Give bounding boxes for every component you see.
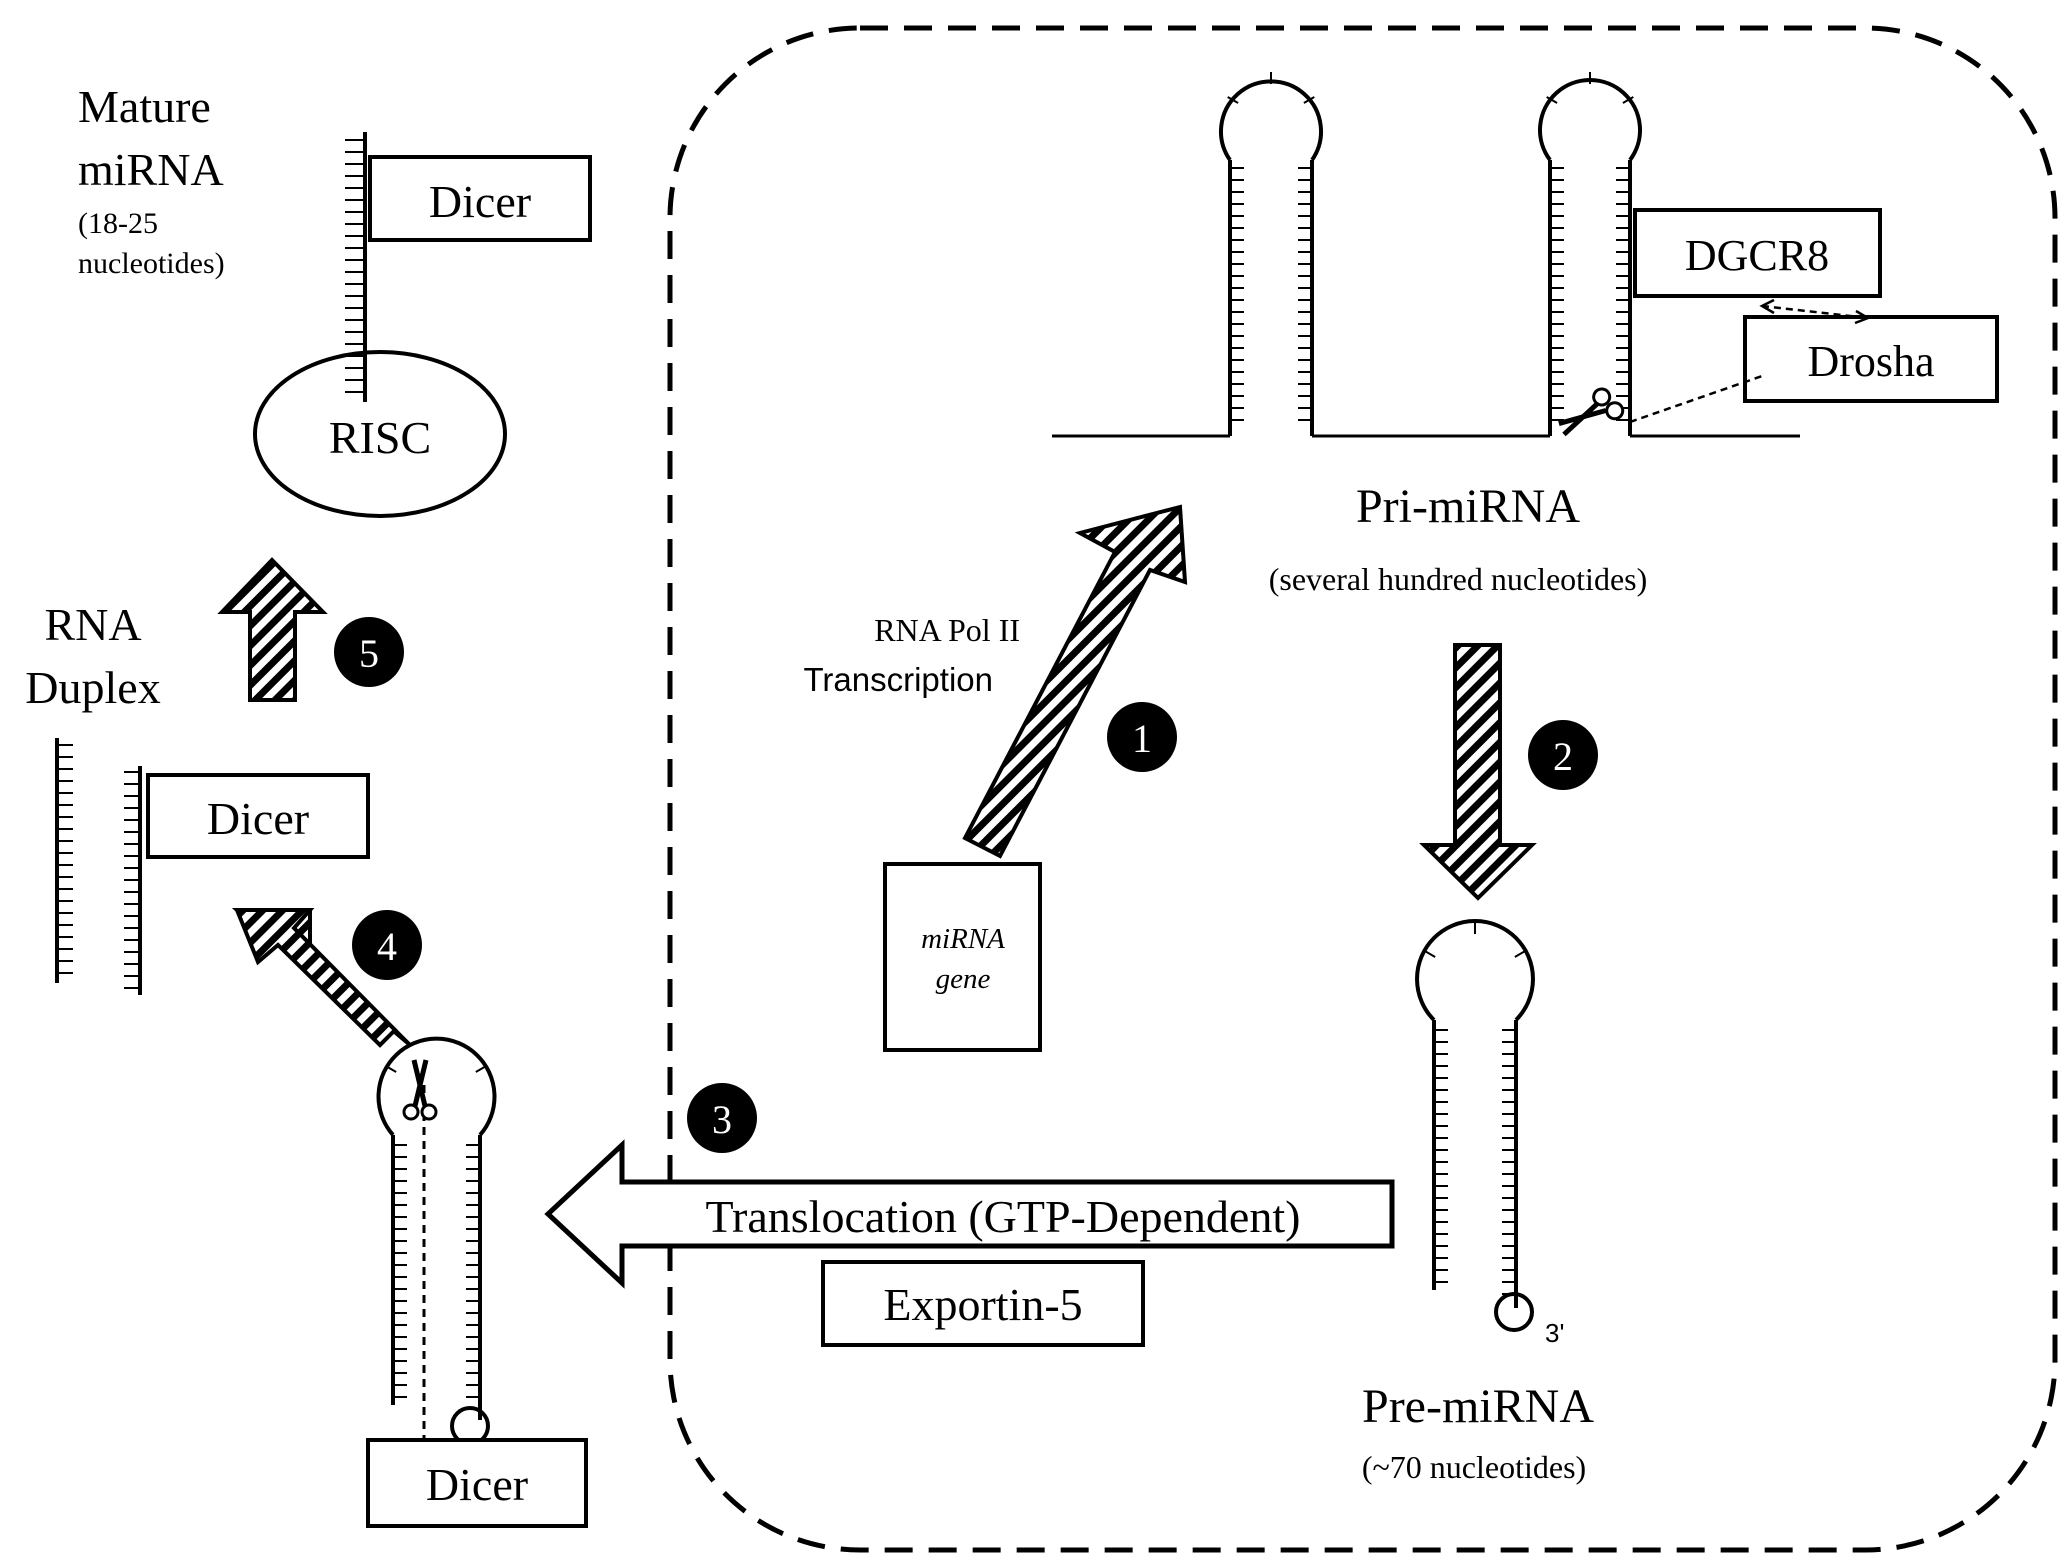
pre-mirna-base-pairs xyxy=(1424,922,1526,1295)
dicer-middle-label: Dicer xyxy=(207,793,309,844)
exportin-5-label: Exportin-5 xyxy=(883,1279,1082,1330)
mature-mirna-label-2: miRNA xyxy=(78,144,224,195)
rna-duplex-base-pairs xyxy=(57,744,140,989)
pri-mirna-label: Pri-miRNA xyxy=(1356,480,1580,533)
step-3-number: 3 xyxy=(712,1097,732,1142)
dicer-bottom-label: Dicer xyxy=(426,1459,528,1510)
loop-tick xyxy=(1546,96,1558,104)
mature-mirna-size-label-2: nucleotides) xyxy=(78,247,225,280)
pre-mirna-label: Pre-miRNA xyxy=(1362,1380,1594,1433)
pri-mirna-structure xyxy=(1052,78,1800,438)
rna-pol-ii-label: RNA Pol II xyxy=(874,612,1020,648)
pri-mirna-size-label: (several hundred nucleotides) xyxy=(1269,561,1648,597)
pre-mirna-size-label: (~70 nucleotides) xyxy=(1362,1449,1586,1485)
step-badge-2: 2 xyxy=(1528,720,1598,790)
exportin-5-box: Exportin-5 xyxy=(821,1260,1145,1347)
dgcr8-label: DGCR8 xyxy=(1685,231,1829,280)
rna-duplex-label-1: RNA xyxy=(44,599,141,650)
drosha-box: Drosha xyxy=(1743,315,1999,403)
step-badge-3: 3 xyxy=(687,1083,757,1153)
risc-complex: RISC xyxy=(253,350,507,518)
translocation-label: Translocation (GTP-Dependent) xyxy=(706,1191,1301,1242)
loop-tick xyxy=(1303,96,1315,104)
mature-mirna-label-1: Mature xyxy=(78,81,211,132)
transcription-label: Transcription xyxy=(803,661,993,698)
mature-mirna-size-label-1: (18-25 xyxy=(78,207,158,240)
pri-mirna-base-pairs xyxy=(1227,72,1634,421)
dicer-middle-box: Dicer xyxy=(146,773,370,859)
step-4-number: 4 xyxy=(377,924,397,969)
step-2-number: 2 xyxy=(1553,734,1573,779)
loop-tick xyxy=(1622,96,1634,104)
step-badge-1: 1 xyxy=(1107,702,1177,772)
scissors-icon xyxy=(402,1059,438,1121)
step-5-arrow xyxy=(217,557,328,702)
mirna-gene-label-2: gene xyxy=(936,963,991,995)
step-badge-5: 5 xyxy=(334,617,404,687)
dicer-top-label: Dicer xyxy=(429,176,531,227)
nucleus-boundary xyxy=(667,25,2058,1553)
dicer-bottom-box: Dicer xyxy=(366,1438,588,1528)
step-4-arrow-body xyxy=(234,908,398,1048)
pre-mirna-3prime-label: 3' xyxy=(1545,1318,1564,1348)
dgcr8-box: DGCR8 xyxy=(1633,208,1882,298)
loop-tick xyxy=(385,1065,397,1073)
cytoplasm-pre-mirna-base-pairs xyxy=(385,1065,487,1410)
mature-mirna-base-pairs xyxy=(345,139,365,393)
loop-tick xyxy=(1227,96,1239,104)
step-1-number: 1 xyxy=(1132,716,1152,761)
loop-tick xyxy=(475,1065,487,1073)
rna-duplex-label-2: Duplex xyxy=(25,662,160,713)
step-1-arrow xyxy=(962,504,1188,859)
translocation-arrow xyxy=(544,1139,1395,1289)
scissors-icon xyxy=(1558,387,1625,437)
rna-duplex-strands xyxy=(55,738,142,995)
step-5-number: 5 xyxy=(359,631,379,676)
drosha-label: Drosha xyxy=(1807,337,1934,386)
step-2-arrow xyxy=(1419,643,1537,901)
mirna-gene-label-1: miRNA xyxy=(921,923,1005,955)
dicer-top-box: Dicer xyxy=(368,155,592,242)
loop-tick xyxy=(1514,950,1526,958)
mirna-gene-box: miRNA gene xyxy=(883,862,1042,1052)
dgcr8-drosha-link xyxy=(1759,298,1871,325)
step-badge-4: 4 xyxy=(352,910,422,980)
loop-tick xyxy=(1424,950,1436,958)
risc-label: RISC xyxy=(329,412,431,463)
